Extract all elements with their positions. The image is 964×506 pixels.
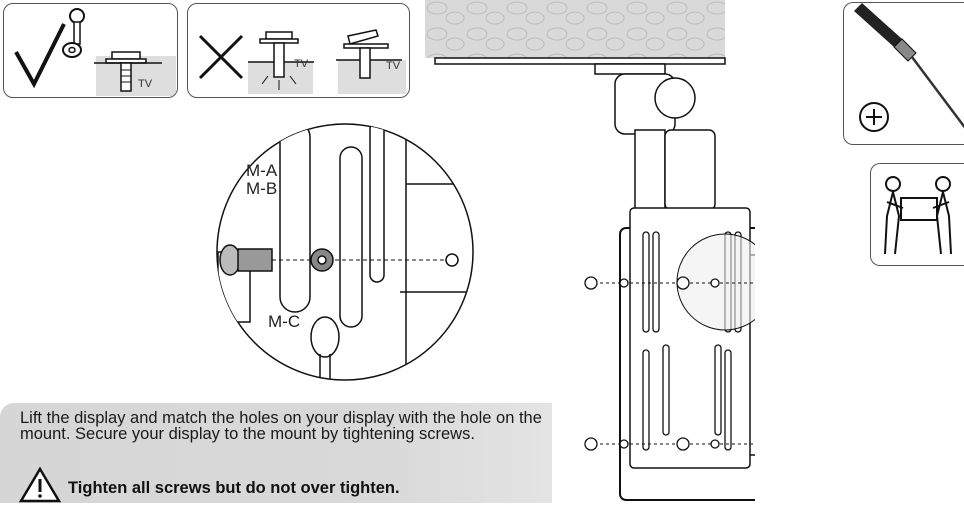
cross-icon [198,34,244,80]
overtight-screw-icon [248,31,314,90]
detail-zoom-illustration [216,123,474,381]
incorrect-install-panel: TV TV [187,3,410,98]
label-m-a: M-A [246,161,278,180]
label-m-c: M-C [268,312,301,331]
screw-washer-icon [62,8,85,58]
correct-install-panel: TV [3,3,178,98]
two-person-lift-panel [870,163,964,266]
tv-label: TV [138,78,153,90]
screwdriver-panel [843,2,964,145]
instruction-text: Lift the display and match the holes on … [20,409,542,443]
screw-in-tv-icon [94,51,162,92]
tv-label: TV [294,58,309,70]
screwdriver-icon [854,3,964,129]
instruction-box [0,403,552,503]
bent-screw-icon [336,29,402,79]
label-m-b: M-B [246,179,278,198]
phillips-head-icon [859,102,889,132]
two-people-lifting-icon [884,176,952,255]
ceiling-mount-illustration [425,0,755,501]
checkmark-icon [14,23,66,89]
warning-text: Tighten all screws but do not over tight… [68,479,400,497]
tv-label: TV [386,60,401,72]
warning-triangle-icon [18,466,62,503]
